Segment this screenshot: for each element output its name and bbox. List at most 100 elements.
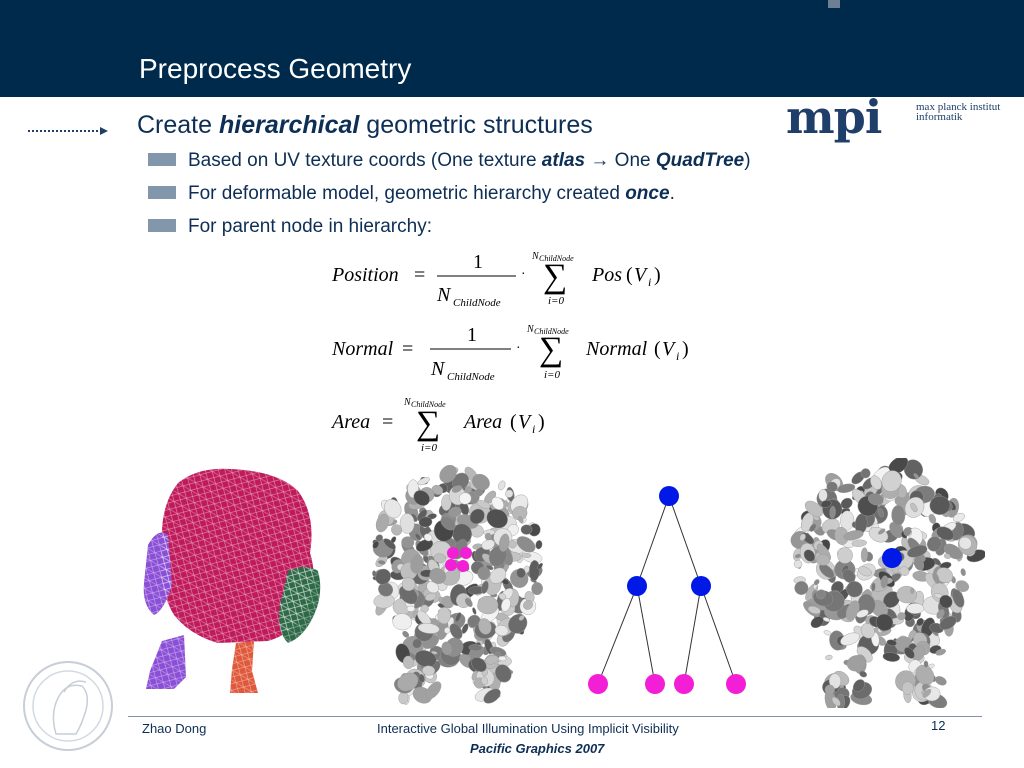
gray-disc <box>828 673 842 689</box>
footer-divider <box>128 716 982 717</box>
gray-disc <box>478 618 492 635</box>
gray-disc <box>464 597 473 607</box>
den-sub: ChildNode <box>453 297 501 309</box>
gray-disc <box>840 632 860 646</box>
gray-disc <box>886 639 897 646</box>
gray-disc <box>441 641 452 656</box>
gray-disc <box>505 489 514 498</box>
gray-disc <box>468 644 483 652</box>
main-bullet-emph: hierarchical <box>218 111 360 139</box>
gray-disc <box>923 660 929 668</box>
gray-disc <box>481 580 489 594</box>
gray-disc <box>516 567 526 579</box>
gray-disc <box>414 650 437 668</box>
gray-disc <box>390 536 397 544</box>
func-name: Normal <box>585 338 648 360</box>
gray-disc <box>891 505 906 526</box>
gray-disc <box>501 598 511 612</box>
sub-bullet-1-emph1: atlas <box>541 150 586 171</box>
tree-leaf-node <box>726 674 746 694</box>
fraction-numerator: 1 <box>467 324 477 346</box>
gray-disc <box>867 493 884 506</box>
sub-bullet-1: Based on UV texture coords (One texture … <box>148 150 751 172</box>
gray-disc <box>793 559 803 569</box>
main-bullet-pre: Create <box>137 111 219 139</box>
func-idx: i <box>676 349 679 363</box>
gray-disc-cluster <box>790 458 985 708</box>
footer-talk-title: Interactive Global Illumination Using Im… <box>377 721 679 736</box>
equation-area: Area = N ChildNode ∑ i=0 Area ( V i ) <box>330 397 545 454</box>
gray-disc <box>375 513 389 533</box>
gray-disc <box>932 572 940 584</box>
gray-disc <box>444 627 451 634</box>
gray-disc <box>523 565 530 574</box>
gray-disc <box>922 688 932 698</box>
logo-line-2: informatik <box>916 111 963 123</box>
sum-bottom: i=0 <box>421 442 437 454</box>
gray-disc <box>484 532 492 541</box>
gray-disc <box>414 533 422 541</box>
gray-disc <box>910 587 915 595</box>
gray-disc <box>875 613 894 631</box>
gray-disc <box>429 568 447 584</box>
gray-disc <box>889 521 904 538</box>
colored-mesh-image <box>143 468 321 693</box>
page-number: 12 <box>931 718 946 733</box>
gray-disc <box>936 567 953 584</box>
gray-disc <box>449 623 463 640</box>
gray-disc <box>804 500 823 517</box>
sub-bullet-3: For parent node in hierarchy: <box>148 216 432 238</box>
gray-disc <box>418 516 433 528</box>
sum-bottom: i=0 <box>548 295 564 307</box>
gray-disc <box>476 500 491 509</box>
gray-disc <box>910 502 918 513</box>
func-name: Pos <box>591 264 622 286</box>
gray-disc <box>926 536 942 552</box>
eq-lhs: Area <box>330 411 370 433</box>
gray-disc <box>531 582 543 596</box>
gray-disc <box>410 554 424 574</box>
gray-disc <box>840 497 853 509</box>
gray-disc <box>939 615 957 630</box>
eq-lhs: Position <box>331 264 399 286</box>
eq-lhs: Normal <box>331 338 394 360</box>
gray-disc <box>415 539 434 552</box>
gray-disc <box>431 484 444 495</box>
gray-disc <box>481 539 495 550</box>
gray-disc <box>439 465 457 483</box>
gray-disc <box>913 473 919 479</box>
sum-top-sub: ChildNode <box>534 327 569 336</box>
gray-disc <box>392 613 412 631</box>
sub-bullet-1-emph2: QuadTree <box>655 150 745 171</box>
equation-normal: Normal = 1 N ChildNode · N ChildNode ∑ i… <box>331 324 689 383</box>
gray-disc <box>840 510 855 531</box>
blue-parent-point <box>882 548 902 568</box>
gray-disc <box>412 638 422 649</box>
equals-sign: = <box>382 411 393 433</box>
gray-disc <box>471 473 490 491</box>
gray-disc <box>474 488 483 497</box>
right-arrow-icon: → <box>590 150 610 171</box>
tree-leaf-node <box>645 674 665 694</box>
gray-disc <box>424 592 437 601</box>
gray-disc <box>952 589 965 608</box>
gray-disc <box>881 470 902 492</box>
gray-disc <box>516 536 536 553</box>
gray-disc <box>860 547 868 563</box>
gray-disc <box>521 553 532 558</box>
gray-disc <box>820 500 832 508</box>
equation-position: Position = 1 N ChildNode · N ChildNode ∑… <box>331 251 661 309</box>
tree-leaf-node <box>674 674 694 694</box>
gray-disc <box>810 616 824 629</box>
func-name: Area <box>462 411 502 433</box>
minerva-seal-icon <box>23 661 113 751</box>
gray-disc <box>831 696 841 707</box>
gray-disc <box>851 539 867 547</box>
hierarchy-tree-diagram <box>588 486 746 694</box>
gray-disc <box>433 553 447 563</box>
gray-disc <box>417 623 440 634</box>
gray-disc <box>485 655 499 665</box>
gray-disc <box>391 524 403 536</box>
gray-disc <box>461 623 469 634</box>
title-bar-accent <box>828 0 840 8</box>
